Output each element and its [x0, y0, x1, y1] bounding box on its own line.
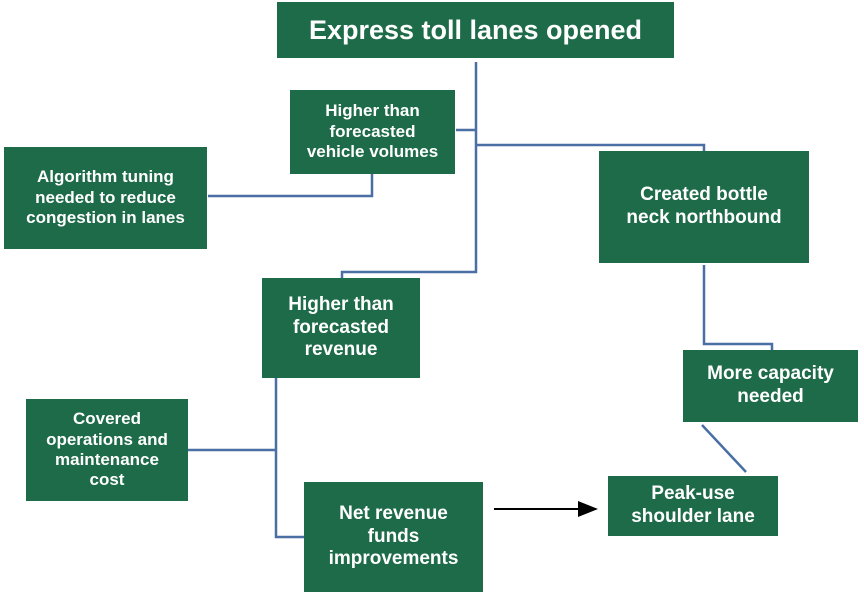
- node-algorithm-tuning: Algorithm tuning needed to reduce conges…: [4, 147, 207, 249]
- node-higher-revenue: Higher than forecasted revenue: [262, 278, 420, 378]
- node-net-revenue: Net revenue funds improvements: [304, 482, 483, 592]
- connector-revenue-branches: [274, 378, 304, 539]
- connector-bottleneck-to-capacity: [702, 265, 774, 350]
- node-created-bottleneck: Created bottle neck northbound: [599, 151, 809, 263]
- node-more-capacity-needed: More capacity needed: [683, 350, 858, 422]
- connector-capacity-to-shoulder: [701, 424, 747, 473]
- node-covered-costs: Covered operations and maintenance cost: [26, 399, 188, 501]
- node-higher-vehicle-volumes: Higher than forecasted vehicle volumes: [290, 90, 455, 174]
- connector-title-trunk: [340, 62, 478, 278]
- node-express-toll-lanes-opened: Express toll lanes opened: [277, 2, 674, 58]
- node-peak-use-shoulder-lane: Peak-use shoulder lane: [608, 476, 778, 536]
- connector-volumes-to-algorithm: [208, 174, 374, 198]
- connector-to-bottleneck: [476, 143, 706, 152]
